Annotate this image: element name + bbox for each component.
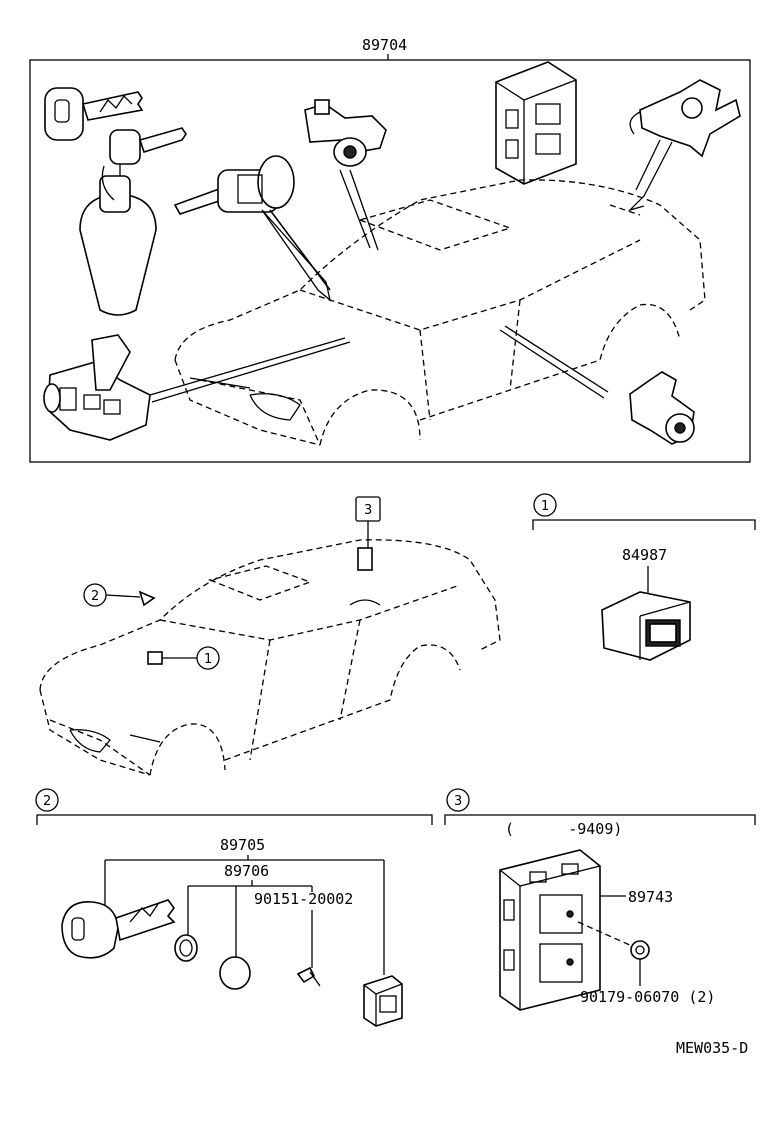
key-set-icon: [44, 87, 187, 316]
door-lock-actuator-icon: [43, 334, 151, 441]
label-89705: 89705: [220, 836, 265, 854]
callout-1-marker: 1: [162, 646, 220, 670]
ring-icon: [174, 934, 198, 962]
key-icon: [61, 899, 176, 959]
section-1-header: 1: [532, 493, 756, 530]
label-90179-06070: 90179-06070 (2): [580, 988, 715, 1006]
assembly-frame: [29, 59, 751, 463]
rear-door-lock-cylinder-icon: [629, 371, 695, 445]
screw-icon: [296, 966, 321, 987]
nut-icon: [630, 940, 650, 960]
leader-door-lock: [149, 337, 346, 396]
svg-text:2: 2: [43, 794, 51, 809]
label-84987: 84987: [622, 546, 667, 564]
date-range-label: ( -9409): [505, 820, 622, 838]
section-2-header: 2: [35, 788, 433, 825]
transponder-chip-icon: [363, 975, 403, 1027]
svg-text:1: 1: [541, 499, 549, 514]
svg-text:3: 3: [364, 503, 372, 518]
car-outline-middle: [39, 539, 501, 776]
svg-text:3: 3: [454, 794, 462, 809]
switch-icon: [601, 591, 691, 661]
label-90151-20002: 90151-20002: [254, 890, 353, 908]
label-89704: 89704: [362, 36, 407, 54]
svg-text:1: 1: [204, 652, 212, 667]
door-lock-cylinder-icon: [304, 99, 387, 251]
drawing-code: MEW035-D: [676, 1039, 748, 1057]
ecu-module-icon: [495, 61, 577, 185]
label-89743: 89743: [628, 888, 673, 906]
label-89706: 89706: [224, 862, 269, 880]
callout-3-marker: 3: [355, 496, 381, 548]
svg-text:2: 2: [91, 589, 99, 604]
callout-2-marker: 2: [83, 583, 156, 607]
car-outline-top: [174, 179, 706, 446]
trunk-lock-icon: [627, 79, 741, 212]
body-ecu-icon: [499, 849, 601, 1011]
section-3-header: 3: [444, 788, 756, 825]
cover-cap-icon: [219, 956, 251, 990]
callout-2-leaders: [104, 855, 385, 975]
ignition-lock-icon: [173, 155, 332, 302]
leader-rear-lock: [499, 329, 605, 399]
